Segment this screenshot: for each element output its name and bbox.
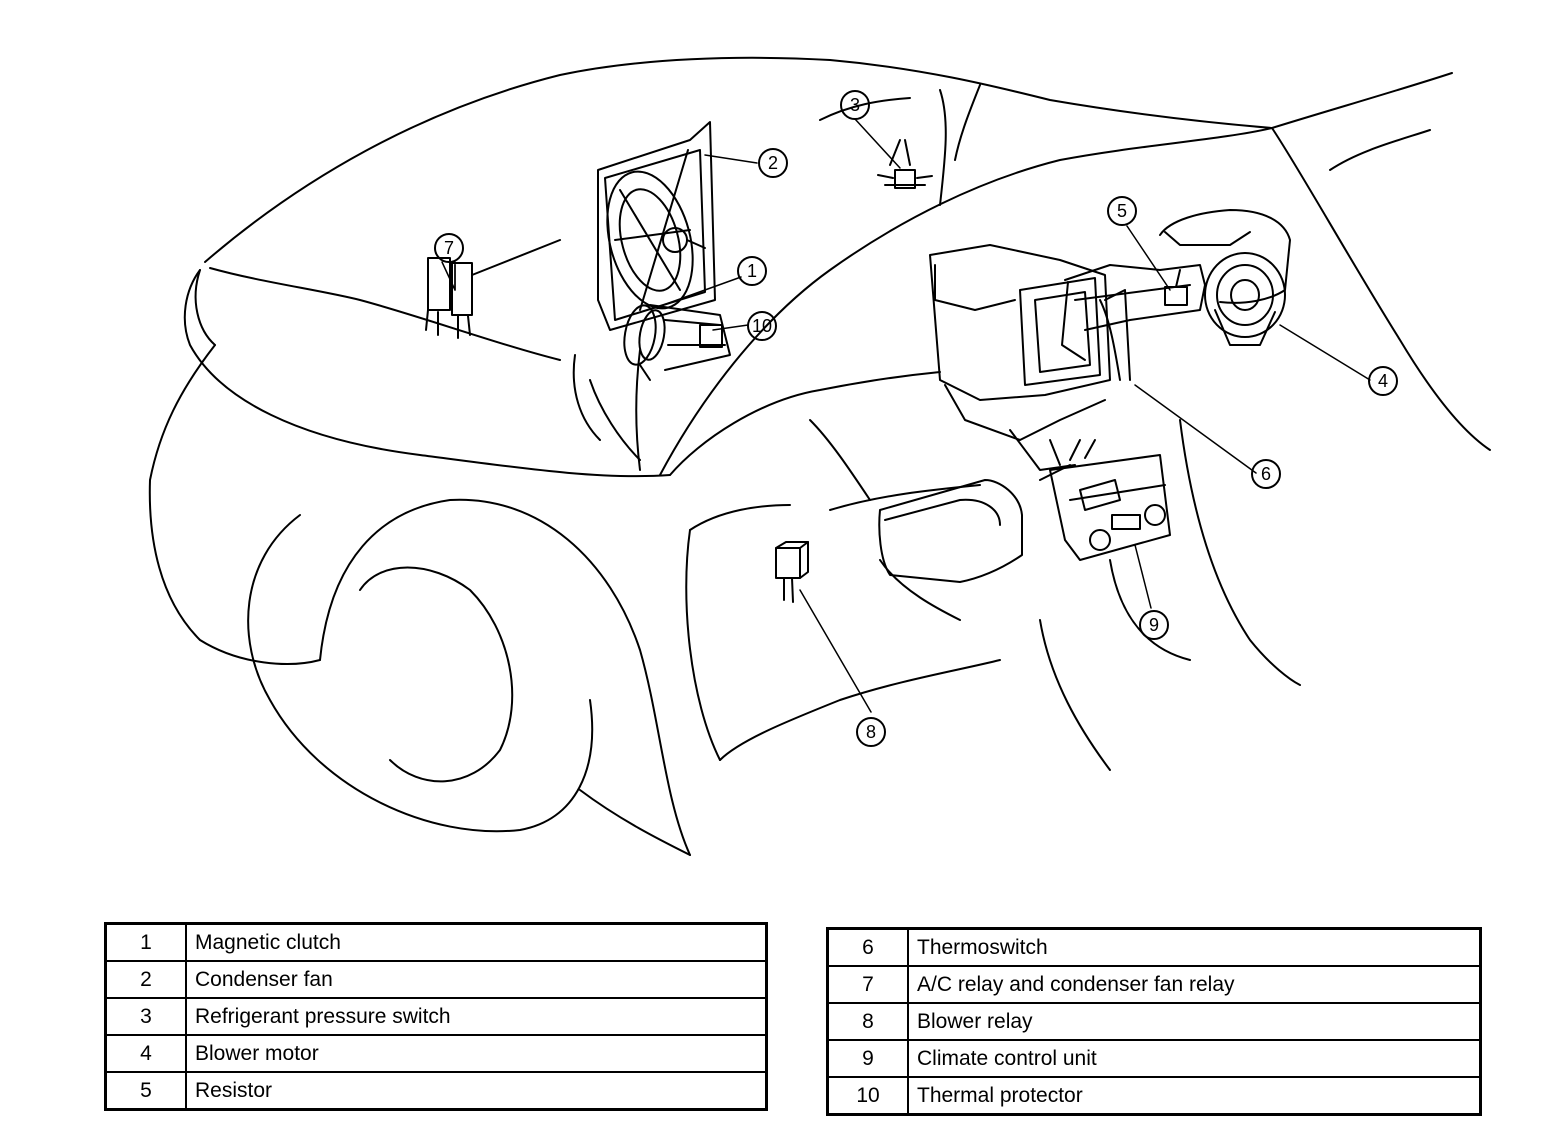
legend-number: 7 (826, 965, 909, 1004)
callout-4: 4 (1368, 366, 1398, 396)
legend-row: 7 A/C relay and condenser fan relay (826, 965, 1482, 1004)
legend-label: Condenser fan (185, 960, 768, 999)
legend-number: 5 (104, 1071, 187, 1111)
vehicle-body-outline (148, 56, 1491, 856)
callout-7-number: 7 (444, 238, 454, 258)
legend-row: 8 Blower relay (826, 1002, 1482, 1041)
legend-row: 6 Thermoswitch (826, 927, 1482, 967)
callout-5: 5 (1107, 196, 1137, 226)
callout-6: 6 (1251, 459, 1281, 489)
legend-row: 1 Magnetic clutch (104, 922, 768, 962)
legend-number: 6 (826, 927, 909, 967)
callout-4-number: 4 (1378, 371, 1388, 391)
callout-10-number: 10 (752, 316, 772, 336)
callout-9-number: 9 (1149, 615, 1159, 635)
callout-2-number: 2 (768, 153, 778, 173)
refrigerant-pressure-switch (877, 139, 933, 189)
ac-component-location-diagram: 1 2 3 4 5 6 7 8 (148, 56, 1491, 856)
blower-relay (775, 541, 809, 603)
legend-label: A/C relay and condenser fan relay (907, 965, 1482, 1004)
callout-1-number: 1 (747, 261, 757, 281)
legend-label: Blower relay (907, 1002, 1482, 1041)
legend-row: 10 Thermal protector (826, 1076, 1482, 1116)
legend-number: 2 (104, 960, 187, 999)
callout-8: 8 (856, 717, 886, 747)
legend-row: 2 Condenser fan (104, 960, 768, 999)
leader-lines (441, 118, 1371, 713)
legend-table-right: 6 Thermoswitch 7 A/C relay and condenser… (826, 927, 1482, 1116)
callout-3-number: 3 (850, 95, 860, 115)
blower-case-assembly (929, 209, 1291, 471)
legend-table-left: 1 Magnetic clutch 2 Condenser fan 3 Refr… (104, 922, 768, 1111)
legend-row: 3 Refrigerant pressure switch (104, 997, 768, 1036)
legend-label: Blower motor (185, 1034, 768, 1073)
legend-label: Refrigerant pressure switch (185, 997, 768, 1036)
dashboard-panel (878, 479, 1023, 583)
callout-8-number: 8 (866, 722, 876, 742)
callout-7: 7 (434, 233, 464, 263)
ac-relays (425, 239, 561, 339)
legend-number: 1 (104, 922, 187, 962)
callout-2: 2 (758, 148, 788, 178)
callout-10: 10 (747, 311, 777, 341)
legend-label: Climate control unit (907, 1039, 1482, 1078)
ac-compressor (623, 304, 731, 381)
legend-label: Thermoswitch (907, 927, 1482, 967)
legend-label: Thermal protector (907, 1076, 1482, 1116)
callout-6-number: 6 (1261, 464, 1271, 484)
legend-row: 5 Resistor (104, 1071, 768, 1111)
callout-5-number: 5 (1117, 201, 1127, 221)
legend-row: 9 Climate control unit (826, 1039, 1482, 1078)
legend-number: 8 (826, 1002, 909, 1041)
legend-number: 10 (826, 1076, 909, 1116)
legend-label: Resistor (185, 1071, 768, 1111)
legend-number: 9 (826, 1039, 909, 1078)
legend-row: 4 Blower motor (104, 1034, 768, 1073)
legend-number: 3 (104, 997, 187, 1036)
callout-3: 3 (840, 90, 870, 120)
legend-label: Magnetic clutch (185, 922, 768, 962)
climate-control-unit (1039, 439, 1171, 561)
legend-number: 4 (104, 1034, 187, 1073)
callout-9: 9 (1139, 610, 1169, 640)
condenser-fan (597, 121, 716, 331)
callout-1: 1 (737, 256, 767, 286)
